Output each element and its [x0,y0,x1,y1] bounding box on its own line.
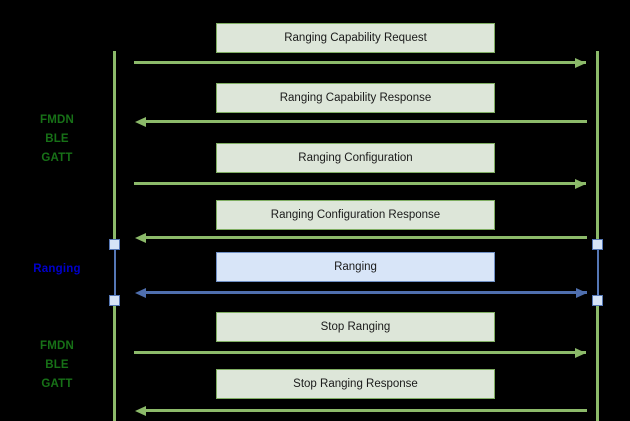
message-arrow-line-3 [134,182,586,185]
message-arrow-line-7 [146,409,587,412]
message-box-stop-ranging-response[interactable]: Stop Ranging Response [216,369,495,399]
message-arrow-head-6 [575,347,586,358]
message-box-stop-ranging[interactable]: Stop Ranging [216,312,495,342]
phase-label-ranging: Ranging [33,263,81,275]
activation-marker-left-start [109,239,120,250]
right-lifeline-upper [596,51,599,245]
right-lifeline-lower [596,298,599,421]
message-arrow-head-7 [135,405,146,416]
message-arrow-line-4 [146,236,587,239]
message-arrow-line-2 [146,120,587,123]
message-arrow-head-2 [135,116,146,127]
message-arrow-head-5-right [576,287,587,298]
phase-label-fmdn-ble-gatt-bottom: FMDN BLE GATT [39,340,74,390]
left-lifeline-lower [113,298,116,421]
message-box-ranging-configuration-response[interactable]: Ranging Configuration Response [216,200,495,230]
activation-marker-right-start [592,239,603,250]
message-arrow-head-5 [135,287,146,298]
activation-marker-right-end [592,295,603,306]
right-lifeline-ranging-segment [596,245,599,301]
message-arrow-head-1 [575,57,586,68]
message-arrow-head-3 [575,178,586,189]
message-box-ranging[interactable]: Ranging [216,252,495,282]
message-box-ranging-configuration[interactable]: Ranging Configuration [216,143,495,173]
message-box-ranging-capability-request[interactable]: Ranging Capability Request [216,23,495,53]
left-lifeline-upper [113,51,116,245]
activation-marker-left-end [109,295,120,306]
message-arrow-line-1 [134,61,586,64]
message-box-ranging-capability-response[interactable]: Ranging Capability Response [216,83,495,113]
phase-label-fmdn-ble-gatt-top: FMDN BLE GATT [39,114,74,164]
message-arrow-line-5 [146,291,587,294]
message-arrow-head-4 [135,232,146,243]
message-arrow-line-6 [134,351,586,354]
left-lifeline-ranging-segment [113,245,116,301]
